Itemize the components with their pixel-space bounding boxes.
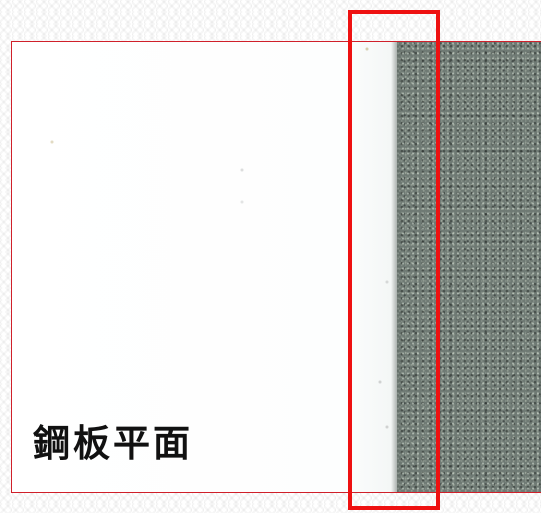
micrograph-image <box>11 41 541 493</box>
coating-layer <box>391 42 541 492</box>
steel-plate-surface <box>12 42 397 492</box>
steel-plate-surface-label: 鋼板平面 <box>33 422 193 465</box>
coating-boundary <box>391 42 401 492</box>
highlight-box <box>348 10 440 510</box>
